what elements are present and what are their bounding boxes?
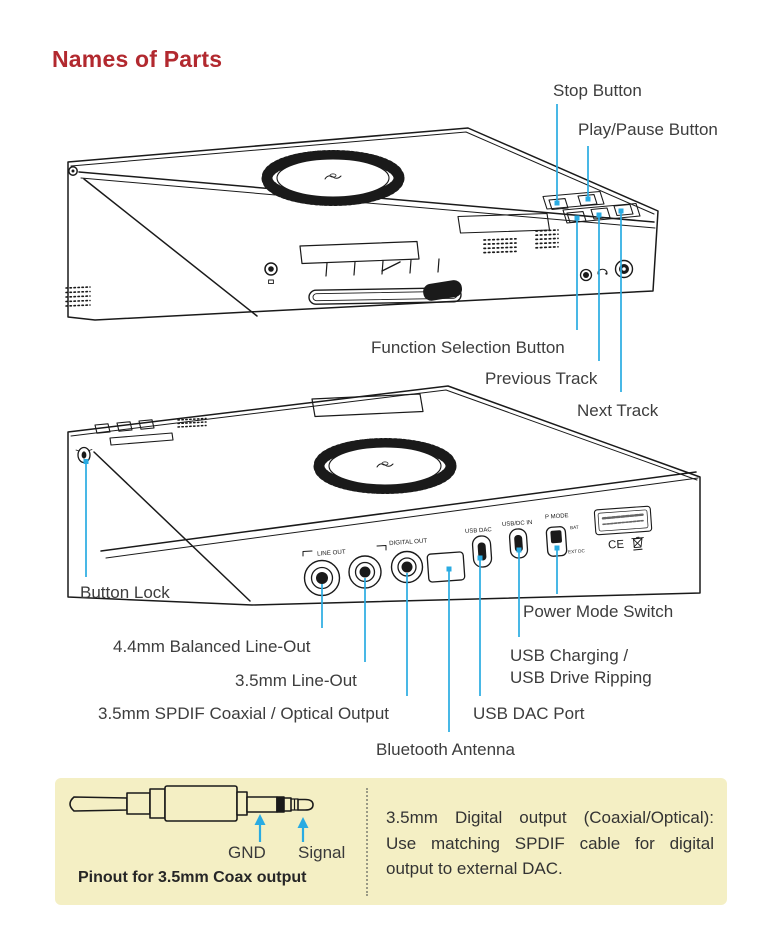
svg-text:BAT: BAT: [570, 525, 579, 531]
svg-text:LINE OUT: LINE OUT: [317, 549, 346, 558]
svg-text:P MODE: P MODE: [545, 513, 569, 521]
label-next-track: Next Track: [577, 401, 659, 420]
note-description-line3: output to external DAC.: [386, 859, 563, 878]
label-play-pause-button: Play/Pause Button: [578, 120, 718, 139]
top-grille: [177, 417, 207, 428]
label-usb-charging-line2: USB Drive Ripping: [510, 667, 652, 687]
speaker-grille: [483, 237, 517, 254]
display-window-2: [311, 393, 424, 418]
svg-text:USB/DC IN: USB/DC IN: [502, 520, 533, 528]
rear-top-buttons: [94, 419, 174, 446]
regulatory-label: [593, 505, 653, 536]
ce-mark: CE: [608, 539, 625, 552]
label-usb-charging-line1: USB Charging /: [510, 646, 629, 665]
note-description: 3.5mm Digital output (Coaxial/Optical): …: [386, 805, 714, 882]
page-title: Names of Parts: [52, 46, 223, 72]
note-description-line1: 3.5mm Digital output (Coaxial/Optical):: [386, 808, 714, 827]
cd-player-rear-view: LINE OUT DIGITAL OUT: [67, 385, 701, 606]
line-out-marking: LINE OUT: [302, 545, 387, 558]
side-grille: [65, 286, 91, 307]
callout-anchors: [83, 196, 624, 572]
bluetooth-antenna-window: [426, 551, 466, 583]
label-power-mode-switch: Power Mode Switch: [523, 602, 674, 621]
callout-lines: [85, 104, 622, 732]
label-previous-track: Previous Track: [485, 369, 598, 388]
label-signal: Signal: [298, 843, 346, 862]
digital-out-marking: DIGITAL OUT: [389, 537, 428, 547]
lock-hole: [264, 262, 278, 285]
disc-gear-art-2: [313, 438, 457, 494]
speaker-grille-2: [535, 229, 559, 249]
volume-slider: [308, 280, 463, 305]
svg-text:USB DAC: USB DAC: [465, 527, 493, 535]
display-window: [299, 240, 420, 265]
svg-text:EXT DC: EXT DC: [568, 548, 586, 554]
disc-gear-art: [261, 150, 405, 206]
label-stop-button: Stop Button: [553, 81, 642, 100]
button-lock-knob: [75, 446, 93, 464]
label-button-lock: Button Lock: [80, 583, 170, 602]
headphone-jack-35: [579, 268, 593, 282]
pinout-arrows: [254, 814, 309, 842]
cd-player-front-view: [65, 127, 659, 321]
label-spdif-output: 3.5mm SPDIF Coaxial / Optical Output: [98, 704, 389, 723]
note-description-line2: Use matching SPDIF cable for digital: [386, 833, 714, 853]
weee-icon: [631, 536, 644, 551]
label-bluetooth-antenna: Bluetooth Antenna: [376, 740, 515, 759]
label-function-selection-button: Function Selection Button: [371, 338, 565, 357]
label-35mm-line-out: 3.5mm Line-Out: [235, 671, 357, 690]
label-balanced-line-out: 4.4mm Balanced Line-Out: [113, 637, 311, 656]
hinge-knob: [68, 166, 78, 176]
coax-plug-drawing: [69, 785, 314, 822]
label-usb-charging: USB Charging / USB Drive Ripping: [510, 645, 652, 688]
label-usb-dac-port: USB DAC Port: [473, 704, 585, 723]
note-divider: [366, 788, 368, 896]
pinout-caption: Pinout for 3.5mm Coax output: [78, 869, 307, 886]
volume-scale: [325, 258, 440, 277]
label-gnd: GND: [228, 843, 266, 862]
